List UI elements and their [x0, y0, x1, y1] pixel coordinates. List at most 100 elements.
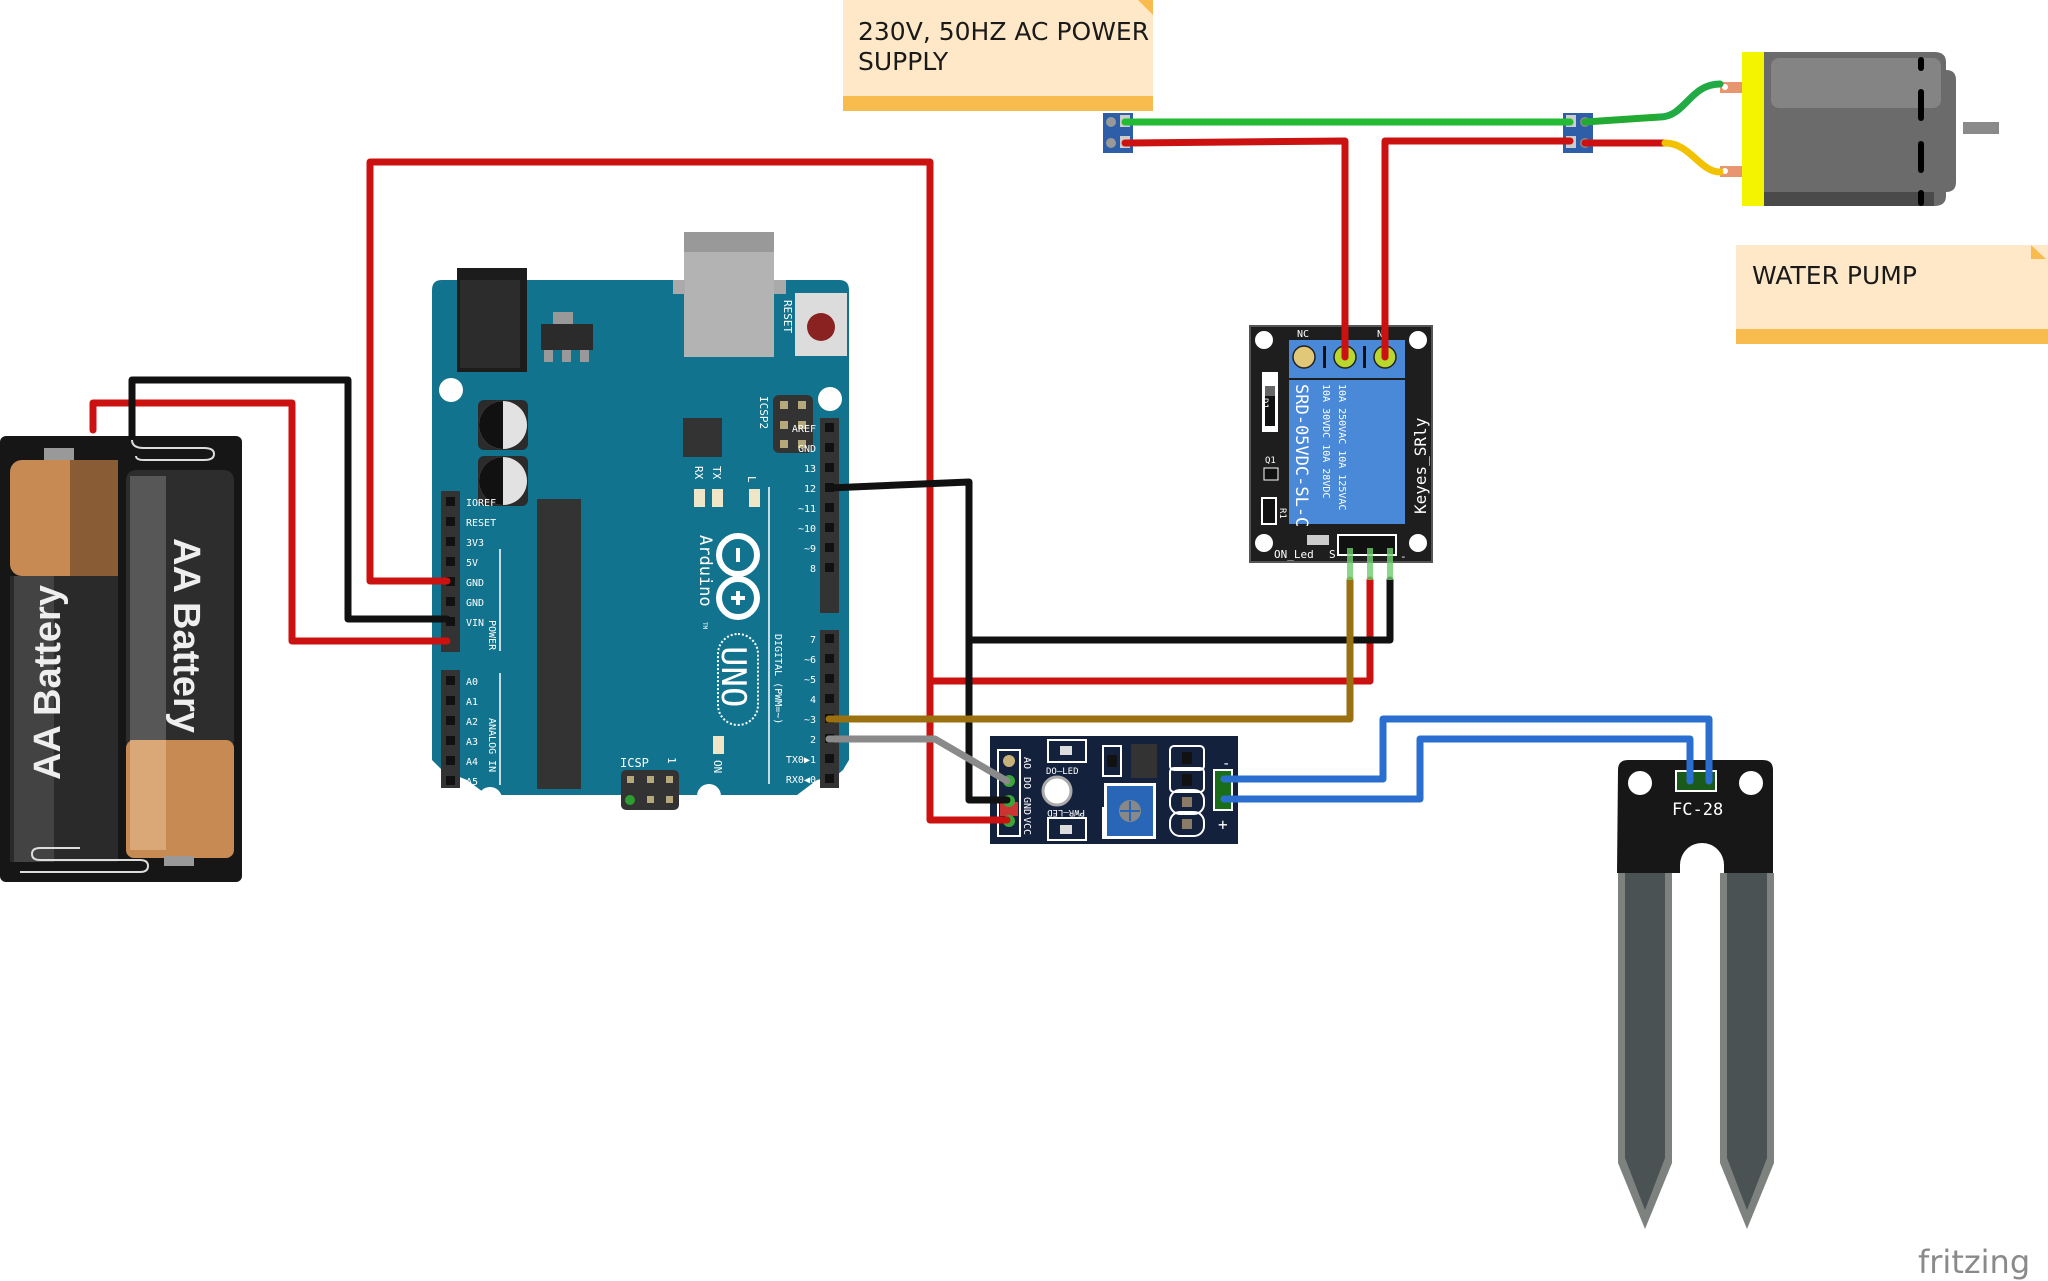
- header-pin[interactable]: [446, 617, 455, 626]
- mount-hole: [697, 784, 721, 808]
- pin-label: 13: [804, 464, 816, 475]
- header-pin[interactable]: [446, 497, 455, 506]
- header-pin[interactable]: [446, 577, 455, 586]
- screw-nc[interactable]: [1292, 345, 1316, 369]
- header-pin[interactable]: [825, 443, 834, 452]
- usb-port[interactable]: [684, 232, 774, 357]
- diode-body: [1265, 396, 1275, 426]
- header-pin[interactable]: [825, 423, 834, 432]
- header-pin[interactable]: [446, 736, 455, 745]
- relay-body: [1289, 380, 1405, 524]
- icsp-header: [621, 770, 679, 810]
- note-fold: [1138, 0, 1153, 15]
- relay-s-label: S: [1329, 548, 1336, 561]
- relay-d1-label: D1: [1259, 398, 1269, 409]
- wire-gnd-relay[interactable]: [965, 576, 1394, 644]
- fc28-soil-probe[interactable]: FC-28: [1617, 760, 1774, 1229]
- header-pin[interactable]: [825, 563, 834, 572]
- header-pin[interactable]: [446, 537, 455, 546]
- wire-sensor-probe-minus[interactable]: [1220, 715, 1713, 785]
- mount-hole: [1409, 534, 1427, 552]
- smd-outline: [1169, 745, 1205, 771]
- wire-ac-out-green[interactable]: [1581, 113, 1664, 126]
- wire-sensor-probe-plus[interactable]: [1220, 735, 1694, 803]
- header-pin[interactable]: [825, 503, 834, 512]
- spring-icon: [20, 847, 150, 873]
- wire-battery-negative[interactable]: [128, 376, 451, 623]
- relay-q1-label: Q1: [1265, 456, 1276, 466]
- header-pin[interactable]: [825, 523, 834, 532]
- do-led-outline: [1047, 739, 1087, 763]
- wire-5v-relay[interactable]: [926, 576, 1374, 685]
- smd-outline: [1169, 811, 1205, 837]
- header-pin[interactable]: [446, 597, 455, 606]
- mount-hole: [1255, 331, 1273, 349]
- pin-label: A0: [466, 677, 478, 688]
- regulator-pin: [562, 350, 571, 362]
- l-led: [749, 489, 760, 507]
- comparator-ic: [1131, 744, 1157, 778]
- header-pin[interactable]: [446, 696, 455, 705]
- arduino-uno[interactable]: RESET ICSP2 RX TX L: [432, 232, 849, 811]
- relay-module[interactable]: NC NO SRD-05VDC-SL-C 10A 250VAC 10A 125V…: [1249, 325, 1433, 563]
- header-pin[interactable]: [825, 634, 834, 643]
- header-pin[interactable]: [446, 517, 455, 526]
- sensor-minus-label: -: [1222, 756, 1230, 772]
- wire-pump-lead-green: [1656, 80, 1724, 121]
- pump-vent: [1918, 190, 1924, 206]
- pin-label: ~3: [804, 715, 816, 726]
- pin-label: ~11: [798, 504, 816, 515]
- tx-label: TX: [710, 466, 723, 480]
- header-pin[interactable]: [825, 754, 834, 763]
- pump-terminal: [1720, 82, 1742, 93]
- mount-hole: [1739, 771, 1763, 795]
- pump-highlight: [1771, 58, 1941, 108]
- arduino-tm: TM: [701, 622, 708, 630]
- header-pin[interactable]: [825, 774, 834, 783]
- pump-terminal-hole: [1722, 168, 1728, 174]
- wire-ac-supply-relay-com[interactable]: [1121, 137, 1349, 361]
- header-pin[interactable]: [825, 654, 834, 663]
- power-jack-inner: [460, 280, 520, 368]
- reset-button-cap[interactable]: [807, 313, 835, 341]
- pin-label: A2: [466, 717, 478, 728]
- pin-label: GND: [798, 444, 816, 455]
- digital-header-label: DIGITAL (PWM=~): [772, 634, 783, 724]
- pin-gnd-pad: [1000, 802, 1018, 816]
- digital-header-top: [820, 418, 839, 613]
- tx-led: [712, 489, 723, 507]
- header-pin[interactable]: [446, 557, 455, 566]
- note-body: [843, 0, 1153, 96]
- power-header: [441, 491, 460, 652]
- smd-part: [1182, 797, 1192, 807]
- note-water-pump[interactable]: WATER PUMP: [1736, 245, 2048, 344]
- pin-label: ~9: [804, 544, 816, 555]
- header-pin[interactable]: [825, 543, 834, 552]
- header-pin[interactable]: [825, 694, 834, 703]
- atmega-chip: [537, 499, 581, 789]
- pump-vent: [1918, 141, 1924, 173]
- water-pump-motor[interactable]: [1720, 52, 1999, 206]
- sensor-pin-label: DO: [1021, 777, 1032, 789]
- header-pin[interactable]: [446, 756, 455, 765]
- header-pin[interactable]: [446, 776, 455, 785]
- header-pin[interactable]: [446, 676, 455, 685]
- wire-5v-bus[interactable]: [366, 158, 1011, 824]
- battery-pack[interactable]: AA Battery AA Battery: [0, 436, 242, 882]
- wire-relay-no-pump[interactable]: [1381, 137, 1574, 361]
- header-pin[interactable]: [446, 716, 455, 725]
- note-power-supply[interactable]: 230V, 50HZ AC POWER SUPPLY: [843, 0, 1153, 111]
- analog-header: [441, 670, 460, 788]
- analog-header-label: ANALOG IN: [486, 718, 497, 772]
- wire-battery-positive[interactable]: [89, 399, 451, 645]
- sensor-pin-label: AO: [1021, 757, 1032, 769]
- wire-d2-sensor-do[interactable]: [825, 735, 1011, 785]
- header-pin[interactable]: [825, 463, 834, 472]
- sensor-plus-label: +: [1218, 815, 1228, 834]
- header-pin[interactable]: [825, 674, 834, 683]
- wire-d3-relay-signal[interactable]: [825, 576, 1354, 723]
- smd-part: [1182, 752, 1192, 764]
- pin-label: IOREF: [466, 498, 496, 509]
